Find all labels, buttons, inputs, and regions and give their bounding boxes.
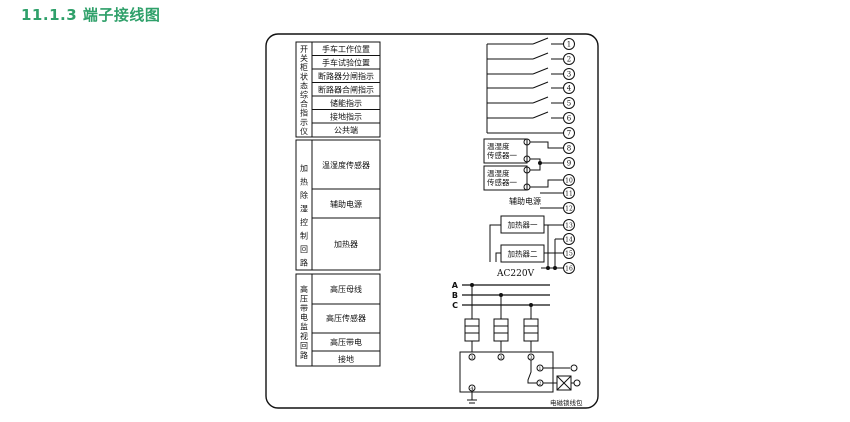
heater-1-label: 加热器一 xyxy=(508,220,538,230)
status-indicator-box xyxy=(295,41,381,138)
row-label: 辅助电源 xyxy=(330,199,362,209)
row-label: 温湿度传感器 xyxy=(322,160,370,170)
diagram-frame xyxy=(265,33,599,409)
switch-contacts xyxy=(487,37,563,134)
terminal-number: 8 xyxy=(567,145,571,153)
pin-number: 3 xyxy=(529,355,532,361)
page-title: 11.1.3 端子接线图 xyxy=(21,6,161,24)
terminal-number: 15 xyxy=(565,251,573,258)
hv-display-unit xyxy=(459,351,554,393)
row-label: 高压母线 xyxy=(330,284,362,294)
bus-label-b: B xyxy=(452,291,458,300)
group-label-heating-control: 加热除湿控制回路 xyxy=(300,163,308,268)
terminal-number: 16 xyxy=(565,266,573,273)
row-label: 公共端 xyxy=(334,125,358,135)
row-label: 断路器合闸指示 xyxy=(318,85,374,95)
row-label: 接地 xyxy=(338,354,354,364)
row-label: 断路器分闸指示 xyxy=(318,71,374,81)
terminal-number: 14 xyxy=(565,237,573,244)
row-label: 手车试验位置 xyxy=(322,58,370,68)
heating-control-box xyxy=(295,139,381,271)
row-label: 储能指示 xyxy=(330,98,362,108)
terminal-number: 3 xyxy=(567,71,571,79)
row-label: 接地指示 xyxy=(330,112,362,122)
hv-bus-lines xyxy=(462,284,550,306)
bus-label-c: C xyxy=(452,301,458,310)
terminal-number: 5 xyxy=(567,100,571,108)
hv-monitor-box xyxy=(295,273,381,367)
row-label: 高压带电 xyxy=(330,337,362,347)
group-label-status-indicator: 开关柜状态综合指示仪 xyxy=(300,45,308,136)
temp-humidity-sensor-2 xyxy=(483,165,528,191)
aux-power-label: 辅助电源 xyxy=(509,196,541,206)
pin-number: 4 xyxy=(470,386,473,392)
sensor-1-label: 温湿度传感器一 xyxy=(487,141,517,160)
terminal-number: 11 xyxy=(565,191,573,198)
terminal-number: 9 xyxy=(567,160,571,168)
terminal-number: 6 xyxy=(567,115,572,123)
sensor-2-label: 温湿度传感器一 xyxy=(487,168,517,187)
terminal-number: 13 xyxy=(565,223,573,230)
terminal-number: 10 xyxy=(565,178,573,185)
lock-coil-label: 电磁锁线包 xyxy=(550,398,583,407)
bus-label-a: A xyxy=(452,281,459,290)
row-label: 高压传感器 xyxy=(326,313,366,323)
terminal-number: 12 xyxy=(565,206,573,213)
left-table-text: 开关柜状态综合指示仪 加热除湿控制回路 高压带电监视回路 手车工作位置 手车试验… xyxy=(300,44,374,364)
terminal-number: 7 xyxy=(567,130,571,138)
terminal-number: 2 xyxy=(567,56,571,64)
terminal-number: 4 xyxy=(567,85,572,93)
pin-number: 3 xyxy=(470,355,473,361)
pin-number: 3 xyxy=(499,355,502,361)
row-label: 加热器 xyxy=(334,239,358,249)
pin-number: 2 xyxy=(538,381,541,387)
pin-number: 1 xyxy=(538,366,541,372)
ac220v-label: AC220V xyxy=(496,269,535,279)
terminal-number: 1 xyxy=(567,41,571,49)
row-label: 手车工作位置 xyxy=(322,44,370,54)
terminal-circles xyxy=(563,38,575,274)
group-label-hv-monitor: 高压带电监视回路 xyxy=(300,284,308,360)
heater-2-label: 加热器二 xyxy=(508,249,538,259)
temp-humidity-sensor-1 xyxy=(483,138,528,164)
hv-sensors xyxy=(464,318,539,342)
